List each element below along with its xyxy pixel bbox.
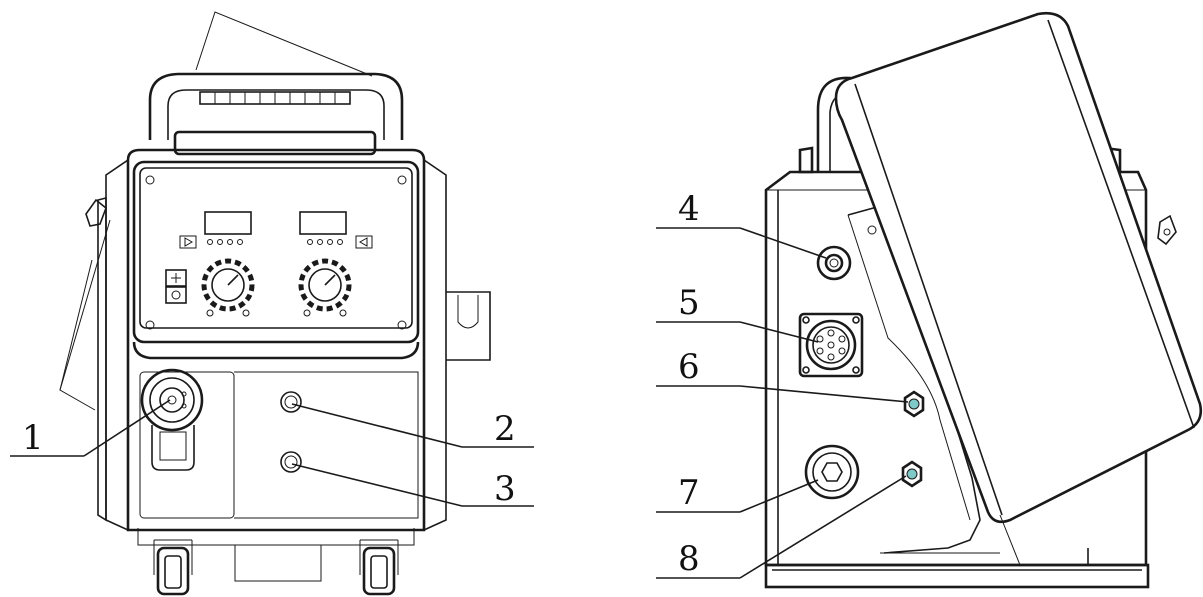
callout-3: 3 (494, 469, 516, 509)
connector-7-power (804, 444, 860, 500)
carry-handle (148, 72, 404, 156)
side-leaders (656, 227, 909, 579)
front-leaders (10, 399, 534, 507)
front-left-wheel (153, 539, 193, 596)
callout-5: 5 (678, 283, 700, 323)
control-panel (132, 160, 420, 360)
tilted-cover (834, 11, 1203, 566)
callout-4: 4 (678, 189, 700, 229)
socket-3 (280, 451, 302, 473)
right-display (299, 211, 347, 235)
socket-2 (280, 391, 302, 413)
connector-4 (816, 245, 852, 281)
euro-torch-connector (140, 368, 204, 471)
callout-1: 1 (22, 418, 44, 458)
front-lower-section (139, 368, 419, 519)
callout-2: 2 (494, 409, 516, 449)
front-wheels (153, 539, 399, 596)
front-body (85, 148, 491, 546)
connector-8-gas (901, 460, 923, 488)
gas-test-button[interactable] (165, 286, 187, 304)
side-view: 4 5 6 7 8 (656, 11, 1203, 589)
connector-5-multipin (798, 312, 864, 378)
connector-6-gas (903, 390, 925, 418)
right-knob[interactable] (298, 258, 352, 317)
front-view: 1 2 3 (10, 11, 534, 596)
callout-8: 8 (678, 539, 700, 579)
front-right-wheel (359, 539, 399, 596)
callout-6: 6 (678, 347, 700, 387)
left-knob[interactable] (201, 258, 255, 317)
right-arrow-button[interactable] (355, 235, 373, 249)
front-rear-panel-outline (59, 11, 373, 411)
wire-feed-button[interactable] (165, 269, 187, 287)
callout-7: 7 (678, 473, 700, 513)
left-arrow-button[interactable] (179, 235, 197, 249)
left-display (204, 211, 252, 235)
